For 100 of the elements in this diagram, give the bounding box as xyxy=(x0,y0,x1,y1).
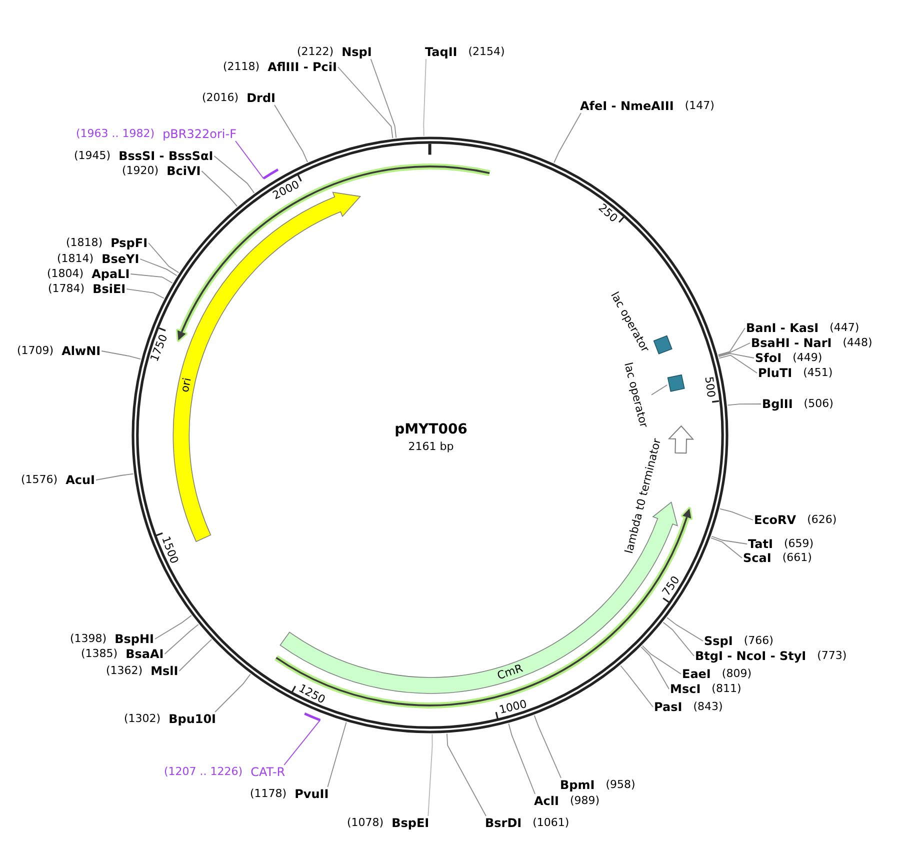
cut-position: (506) xyxy=(804,397,834,411)
leader-line xyxy=(154,615,192,640)
enzyme-name: SfoI xyxy=(755,351,782,365)
primer-range: (1963 .. 1982) xyxy=(76,127,155,141)
cut-position: (773) xyxy=(817,649,847,663)
cut-position: (1302) xyxy=(124,712,161,726)
scale-number: 1750 xyxy=(148,332,170,363)
enzyme-name: ApaLI xyxy=(92,267,130,281)
cut-position: (1945) xyxy=(74,149,111,163)
leader-line xyxy=(651,384,668,396)
enzyme-name: TaqII xyxy=(425,45,458,59)
feature-label: ori xyxy=(178,377,194,394)
cut-position: (1178) xyxy=(250,787,287,801)
cut-position: (1920) xyxy=(122,164,159,178)
cut-position: (958) xyxy=(606,778,636,792)
leader-line xyxy=(642,645,682,674)
enzyme-name: NspI xyxy=(342,45,372,59)
leader-line xyxy=(718,354,758,374)
enzyme-name: TatI xyxy=(748,537,773,551)
enzyme-name: AlwNI xyxy=(62,344,101,358)
enzyme-name: MscI xyxy=(670,682,701,696)
cut-position: (661) xyxy=(782,551,812,565)
enzyme-name: PspFI xyxy=(110,236,148,250)
primer-mark xyxy=(302,712,322,722)
cut-position: (1385) xyxy=(81,647,118,661)
leader-line xyxy=(446,733,486,816)
enzyme-name: BciVI xyxy=(166,164,201,178)
enzyme-name: BtgI - NcoI - StyI xyxy=(695,649,806,663)
leader-line xyxy=(327,722,347,788)
cut-position: (626) xyxy=(807,513,837,527)
scale-number: 1250 xyxy=(296,681,327,706)
enzyme-name: SspI xyxy=(704,634,733,648)
enzyme-name: BanI - KasI xyxy=(746,321,819,335)
enzyme-name: Bpu10I xyxy=(168,712,216,726)
primer-name: pBR322ori-F xyxy=(162,127,236,141)
enzyme-name: BglII xyxy=(762,397,793,411)
leader-line xyxy=(710,537,742,558)
cut-position: (2118) xyxy=(223,60,260,74)
leader-line xyxy=(130,274,173,284)
feature-box xyxy=(666,374,685,392)
leader-line xyxy=(148,242,180,274)
cut-position: (766) xyxy=(744,634,774,648)
cut-position: (449) xyxy=(792,351,822,365)
cut-position: (1709) xyxy=(17,344,54,358)
leader-line xyxy=(126,288,164,299)
leader-line xyxy=(178,639,212,672)
enzyme-name: BssSI - BssSαI xyxy=(118,149,214,163)
cut-position: (2154) xyxy=(468,45,505,59)
leader-line xyxy=(235,140,264,180)
leader-line xyxy=(201,170,238,207)
leader-line xyxy=(718,342,750,356)
cut-position: (2016) xyxy=(202,91,239,105)
leader-line xyxy=(620,665,654,708)
leader-line xyxy=(140,258,178,276)
scale-number: 2000 xyxy=(270,178,302,202)
leader-line xyxy=(370,58,397,138)
cut-position: (2122) xyxy=(297,45,334,59)
primer-range: (1207 .. 1226) xyxy=(164,765,243,779)
feature-label: lac operator xyxy=(622,361,650,429)
leader-line xyxy=(101,350,142,360)
leader-line xyxy=(214,674,251,712)
leader-line xyxy=(662,622,694,656)
leader-line xyxy=(727,404,762,406)
cut-position: (448) xyxy=(842,336,872,350)
scale-number: 500 xyxy=(702,376,718,399)
leader-line xyxy=(214,156,255,194)
leader-line xyxy=(534,714,562,778)
leader-line xyxy=(718,353,754,358)
enzyme-name: PasI xyxy=(654,700,682,714)
enzyme-name: BsrDI xyxy=(485,816,522,830)
leader-line xyxy=(428,734,433,816)
leader-line xyxy=(720,508,754,520)
cut-position: (1576) xyxy=(21,473,58,487)
enzyme-name: AcuI xyxy=(66,473,95,487)
scale-number: 250 xyxy=(596,201,620,225)
enzyme-name: BspEI xyxy=(392,816,430,830)
cut-position: (447) xyxy=(830,321,860,335)
enzyme-name: BsiEI xyxy=(92,282,126,296)
cut-position: (1814) xyxy=(57,252,94,266)
leader-line xyxy=(718,328,746,356)
scale-number: 1000 xyxy=(498,697,528,717)
leader-line xyxy=(274,104,308,162)
leader-line xyxy=(508,723,536,794)
enzyme-name: BseYI xyxy=(102,252,140,266)
cut-position: (989) xyxy=(570,794,600,808)
cut-position: (1784) xyxy=(48,282,85,296)
cut-position: (1398) xyxy=(70,632,107,646)
leader-line xyxy=(423,58,426,136)
enzyme-name: PvuII xyxy=(294,787,329,801)
enzyme-name: BsaAI xyxy=(126,647,164,661)
leader-line xyxy=(96,473,134,480)
enzyme-name: PluTI xyxy=(758,366,792,380)
enzyme-name: BpmI xyxy=(560,778,595,792)
cut-position: (659) xyxy=(784,537,814,551)
enzyme-name: AflIII - PciI xyxy=(268,60,337,74)
leader-line xyxy=(284,720,321,766)
cut-position: (1362) xyxy=(106,664,143,678)
scale-number: 1500 xyxy=(158,534,180,565)
cut-position: (811) xyxy=(712,682,742,696)
leader-line xyxy=(554,112,582,164)
